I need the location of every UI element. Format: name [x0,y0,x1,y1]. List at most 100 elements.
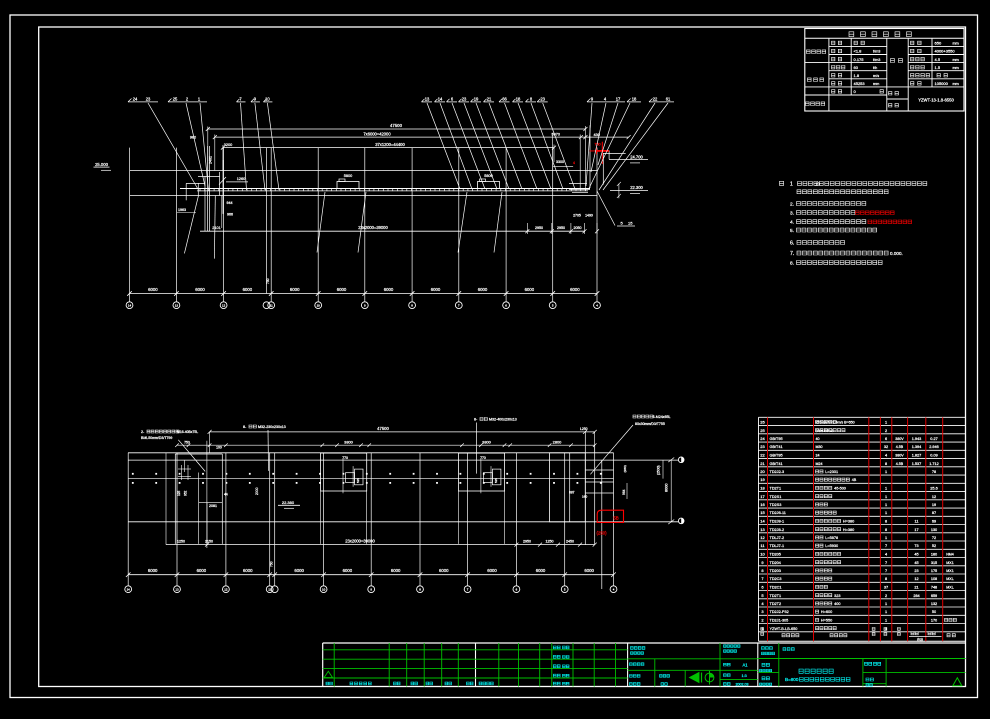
svg-text:6: 6 [885,437,887,441]
svg-text:1.5: 1.5 [935,65,941,70]
svg-text:69: 69 [932,520,936,524]
svg-text:26: 26 [760,420,765,425]
svg-text:2: 2 [761,618,764,623]
svg-text:M24: M24 [816,462,823,466]
svg-text:MX1: MX1 [946,569,953,573]
svg-text:770: 770 [342,456,348,460]
svg-text:t/h: t/h [873,66,877,70]
svg-text:659: 659 [931,594,937,598]
svg-text:14: 14 [438,96,443,101]
svg-text:0.000.: 0.000. [890,251,903,256]
svg-text:2800: 2800 [553,439,562,444]
svg-text:10: 10 [760,552,765,557]
svg-text:5-M24x65L: 5-M24x65L [653,415,671,419]
svg-text:748: 748 [931,586,937,590]
svg-text:mm: mm [953,82,959,86]
svg-text:6000: 6000 [584,568,594,573]
svg-text:4.: 4. [790,220,794,226]
svg-text:6000: 6000 [148,568,158,573]
svg-text:9: 9 [254,96,257,101]
svg-text:37: 37 [884,586,888,590]
svg-text:14: 14 [760,519,765,524]
svg-text:45253: 45253 [854,81,866,86]
svg-text:TDLJ7-1: TDLJ7-1 [770,544,785,548]
svg-text:11: 11 [270,303,273,307]
svg-text:L=5878: L=5878 [825,536,838,540]
svg-text:2150: 2150 [205,540,213,544]
svg-text:6000: 6000 [343,568,353,573]
svg-text:17: 17 [760,494,765,499]
svg-text:22: 22 [760,453,765,458]
svg-text:6: 6 [505,303,507,307]
svg-text:4.5: 4.5 [935,57,941,62]
svg-text:6000: 6000 [431,287,441,292]
svg-text:7x6000=42000: 7x6000=42000 [363,132,391,137]
svg-text:4: 4 [885,553,887,557]
svg-text:24: 24 [816,454,820,458]
svg-text:<1.8: <1.8 [854,49,863,54]
svg-text:19: 19 [932,503,936,507]
svg-text:M16-40Bx75L: M16-40Bx75L [177,430,198,434]
svg-text:100: 100 [216,445,222,449]
svg-text:22.380: 22.380 [282,500,295,505]
svg-text:mm: mm [953,66,959,70]
svg-text:(280): (280) [623,465,627,472]
svg-text:7: 7 [885,569,887,573]
svg-text:4000+3550: 4000+3550 [935,49,956,54]
svg-text:4: 4 [885,454,887,458]
svg-text:3300: 3300 [556,160,564,164]
svg-text:6000: 6000 [384,287,394,292]
svg-text:22: 22 [653,96,658,101]
svg-text:180: 180 [931,553,937,557]
svg-text:750: 750 [594,142,600,146]
svg-text:23: 23 [146,96,151,101]
svg-text:8000: 8000 [665,484,669,492]
svg-text:8: 8 [530,96,533,101]
svg-text:TD2T1: TD2T1 [770,487,782,491]
svg-text:23x2000=39000: 23x2000=39000 [358,225,388,230]
svg-text:7.: 7. [790,251,794,257]
svg-text:24: 24 [760,436,765,441]
svg-text:1: 1 [761,626,764,631]
svg-text:750: 750 [266,278,270,284]
svg-text:8-: 8- [243,425,247,429]
svg-text:H=550: H=550 [821,619,832,623]
svg-text:14: 14 [128,303,132,307]
svg-text:11: 11 [760,543,765,548]
svg-text:6: 6 [516,587,518,591]
svg-text:TD2S3: TD2S3 [770,503,782,507]
svg-text:3.: 3. [790,211,794,217]
svg-text:284: 284 [913,594,919,598]
svg-text:750: 750 [269,561,273,567]
svg-text:1250: 1250 [546,540,554,544]
svg-text:0.09: 0.09 [930,454,937,458]
svg-text:125: 125 [177,490,181,496]
svg-text:12: 12 [222,303,226,307]
svg-text:2450: 2450 [566,540,574,544]
svg-text:t/m3: t/m3 [873,50,880,54]
svg-text:770: 770 [480,456,486,460]
svg-text:2000: 2000 [255,487,259,495]
svg-text:944: 944 [227,201,233,205]
svg-text:18: 18 [632,96,637,101]
svg-text:9: 9 [364,303,366,307]
svg-text:4: 4 [573,161,575,165]
svg-text:2081: 2081 [209,504,217,508]
svg-text:4B: 4B [852,478,857,482]
svg-text:6000: 6000 [439,568,449,573]
svg-text:5970: 5970 [552,133,560,137]
svg-text:2950: 2950 [523,540,531,544]
svg-text:5: 5 [552,303,554,307]
svg-text:(kg): (kg) [917,638,923,642]
svg-text:1: 1 [885,610,887,614]
svg-text:2002.03: 2002.03 [736,683,749,687]
svg-text:TD2S1: TD2S1 [770,495,782,499]
svg-text:175: 175 [931,569,937,573]
svg-text:966: 966 [227,213,233,217]
svg-text:21: 21 [487,96,492,101]
svg-text:TD2T1: TD2T1 [770,594,782,598]
svg-text:61: 61 [666,96,671,101]
svg-text:1963: 1963 [178,208,186,212]
svg-text:18: 18 [516,96,521,101]
svg-text:887: 887 [569,491,575,495]
